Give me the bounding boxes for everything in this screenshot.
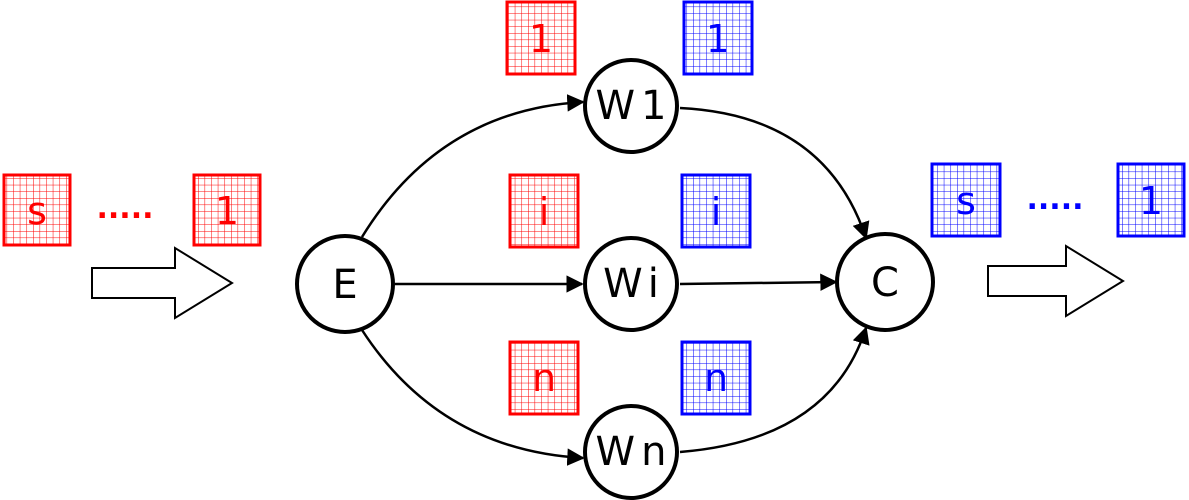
collector-node: C bbox=[835, 232, 935, 332]
worker-i-prefix: W bbox=[603, 261, 642, 307]
worker-n-input-label: n bbox=[532, 356, 556, 400]
edge-e-to-wn bbox=[360, 329, 585, 466]
worker-i-input-label: i bbox=[539, 190, 550, 234]
worker-i-output-label: i bbox=[711, 190, 722, 234]
svg-text:Wi: Wi bbox=[603, 261, 659, 307]
worker-1-prefix: W bbox=[595, 83, 635, 129]
worker-i-output-box: i bbox=[680, 173, 752, 249]
worker-1-output-label: 1 bbox=[706, 17, 730, 61]
emitter-node: E bbox=[295, 234, 395, 334]
worker-n-input-box: n bbox=[508, 340, 580, 416]
input-task-box-1: 1 bbox=[192, 173, 262, 247]
edge-wn-to-c bbox=[679, 326, 870, 454]
output-stream-ellipsis: ..... bbox=[1027, 182, 1084, 217]
output-flow-arrow bbox=[987, 244, 1125, 318]
input-stream-ellipsis: ..... bbox=[97, 191, 154, 226]
worker-1-input-label: 1 bbox=[529, 17, 553, 61]
output-task-label-1: 1 bbox=[1139, 179, 1163, 223]
input-task-label-1: 1 bbox=[215, 189, 239, 233]
input-stream: s ..... 1 bbox=[2, 173, 262, 320]
worker-1-output-box: 1 bbox=[682, 0, 754, 76]
output-task-box-1: 1 bbox=[1116, 162, 1186, 238]
svg-text:W1: W1 bbox=[595, 83, 666, 129]
input-task-box-s: s bbox=[2, 173, 72, 247]
worker-n-output-box: n bbox=[680, 340, 752, 416]
edge-e-to-w1 bbox=[360, 94, 585, 238]
output-task-box-s: s bbox=[930, 162, 1002, 238]
edges bbox=[360, 94, 870, 466]
worker-n-prefix: W bbox=[596, 429, 636, 475]
svg-text:Wn: Wn bbox=[596, 429, 667, 475]
input-flow-arrow bbox=[91, 246, 234, 320]
output-stream: s ..... 1 bbox=[930, 162, 1186, 318]
output-task-label-s: s bbox=[956, 179, 976, 223]
worker-n-suffix: n bbox=[641, 429, 666, 475]
input-task-label-s: s bbox=[27, 189, 47, 233]
worker-task-boxes: 1 1 i i n n bbox=[505, 0, 754, 416]
worker-i-suffix: i bbox=[648, 261, 659, 307]
worker-i-input-box: i bbox=[508, 173, 580, 249]
worker-n-output-label: n bbox=[704, 356, 728, 400]
emitter-label: E bbox=[332, 262, 357, 308]
edge-wi-to-c bbox=[679, 273, 838, 291]
edge-w1-to-c bbox=[679, 106, 870, 240]
collector-label: C bbox=[871, 260, 899, 306]
worker-1-suffix: 1 bbox=[641, 83, 666, 129]
worker-1-input-box: 1 bbox=[505, 0, 577, 76]
